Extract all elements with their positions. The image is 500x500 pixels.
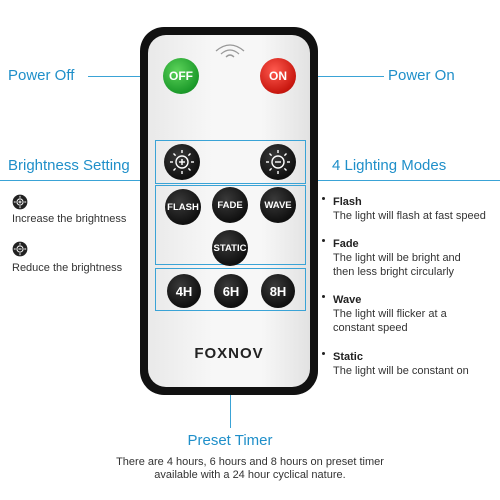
brightness-group-box: [155, 140, 306, 184]
modes-leader: [305, 180, 500, 181]
bullet-icon: [322, 295, 325, 298]
brightness-down-small-icon: [12, 241, 28, 257]
timer-6h-button[interactable]: 6H: [214, 274, 248, 308]
mode-description: The light will flicker at a constant spe…: [333, 308, 447, 334]
brand-logo-text: FOXNOV: [194, 345, 264, 362]
timer-group-box: [155, 268, 306, 311]
mode-title: Fade: [333, 238, 359, 250]
lighting-modes-callout: 4 Lighting Modes: [332, 157, 447, 174]
brightness-down-button[interactable]: [260, 144, 296, 180]
increase-brightness-text: Increase the brightness: [12, 213, 127, 225]
preset-timer-callout: Preset Timer: [187, 432, 273, 449]
timer-4h-button[interactable]: 4H: [167, 274, 201, 308]
preset-timer-description: There are 4 hours, 6 hours and 8 hours o…: [60, 456, 440, 482]
power-on-leader: [296, 76, 384, 77]
fade-button[interactable]: FADE: [212, 187, 248, 223]
mode-title: Static: [333, 351, 363, 363]
bullet-icon: [322, 352, 325, 355]
infrared-signal-icon: [215, 44, 245, 58]
flash-button[interactable]: FLASH: [165, 189, 201, 225]
mode-title: Wave: [333, 294, 362, 306]
static-button[interactable]: STATIC: [212, 230, 248, 266]
mode-description: The light will flash at fast speed: [333, 210, 486, 222]
on-button[interactable]: ON: [260, 58, 296, 94]
mode-description: The light will be bright and then less b…: [333, 252, 461, 278]
mode-item-flash: Flash The light will flash at fast speed: [322, 194, 497, 223]
mode-item-fade: Fade The light will be bright and then l…: [322, 236, 497, 279]
bullet-icon: [322, 239, 325, 242]
mode-item-wave: Wave The light will flicker at a constan…: [322, 292, 497, 335]
brightness-up-small-icon: [12, 194, 28, 210]
mode-description: The light will be constant on: [333, 365, 469, 377]
wave-button[interactable]: WAVE: [260, 187, 296, 223]
brightness-callout: Brightness Setting: [8, 157, 130, 174]
brightness-up-icon: [170, 150, 194, 174]
mode-title: Flash: [333, 196, 362, 208]
power-off-callout: Power Off: [8, 67, 75, 84]
brightness-leader: [0, 180, 155, 181]
preset-timer-line-1: There are 4 hours, 6 hours and 8 hours o…: [116, 456, 384, 468]
power-on-callout: Power On: [388, 67, 455, 84]
preset-timer-line-2: available with a 24 hour cyclical nature…: [154, 469, 346, 481]
brightness-up-button[interactable]: [164, 144, 200, 180]
power-off-leader: [88, 76, 164, 77]
reduce-brightness-text: Reduce the brightness: [12, 262, 123, 274]
timer-8h-button[interactable]: 8H: [261, 274, 295, 308]
off-button[interactable]: OFF: [163, 58, 199, 94]
brightness-down-icon: [266, 150, 290, 174]
mode-item-static: Static The light will be constant on: [322, 349, 497, 378]
bullet-icon: [322, 197, 325, 200]
